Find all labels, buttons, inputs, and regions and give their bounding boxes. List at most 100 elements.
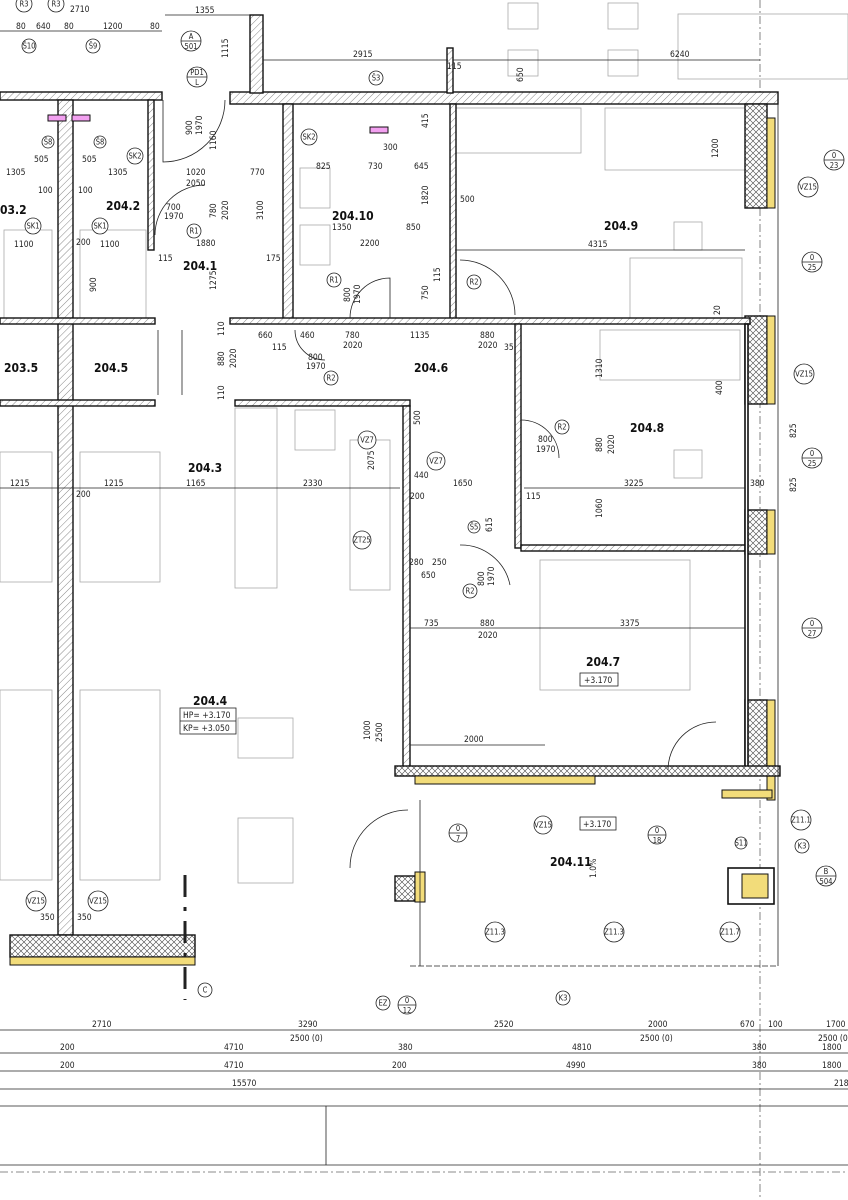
tag-label: 25 xyxy=(808,263,817,272)
tag-circle xyxy=(87,890,109,912)
svg-text:1800: 1800 xyxy=(822,1061,842,1071)
svg-text:200: 200 xyxy=(392,1061,407,1071)
svg-text:825: 825 xyxy=(316,162,331,172)
tag-circle xyxy=(21,38,37,54)
svg-text:218: 218 xyxy=(834,1079,848,1089)
tag-label: 504 xyxy=(820,877,833,886)
svg-text:+3.170: +3.170 xyxy=(583,820,611,830)
tag-label: 0 xyxy=(810,449,814,458)
svg-text:4710: 4710 xyxy=(224,1043,244,1053)
svg-text:500: 500 xyxy=(460,195,475,205)
svg-text:615: 615 xyxy=(485,517,495,532)
svg-text:2020: 2020 xyxy=(607,434,617,454)
svg-text:505: 505 xyxy=(34,155,49,165)
svg-text:650: 650 xyxy=(421,571,436,581)
tag-circle xyxy=(790,809,812,831)
tag-label: Š5 xyxy=(470,523,479,532)
tag-circle xyxy=(25,890,47,912)
svg-text:2500 (0): 2500 (0) xyxy=(290,1034,323,1044)
svg-text:1880: 1880 xyxy=(196,239,216,249)
svg-text:2500 (0): 2500 (0) xyxy=(640,1034,673,1044)
svg-text:80: 80 xyxy=(16,22,26,32)
room-label: 03.2 xyxy=(0,203,27,217)
tag-circle xyxy=(357,430,377,450)
room-label: 204.9 xyxy=(604,219,638,233)
svg-text:4810: 4810 xyxy=(572,1043,592,1053)
doors xyxy=(154,99,717,869)
svg-text:175: 175 xyxy=(266,254,281,264)
tag-label: 7 xyxy=(456,834,460,843)
svg-text:800: 800 xyxy=(538,435,553,445)
svg-text:880: 880 xyxy=(480,619,495,629)
room-label: 204.10 xyxy=(332,209,374,223)
tag-label: VZ15 xyxy=(795,370,813,379)
svg-text:115: 115 xyxy=(433,267,443,282)
tag-label: Š8 xyxy=(44,138,53,147)
room-label: 204.1 xyxy=(183,259,217,273)
svg-text:640: 640 xyxy=(36,22,51,32)
room-label: 204.8 xyxy=(630,421,664,435)
furniture xyxy=(0,2,848,884)
tag-label: VZ15 xyxy=(27,897,45,906)
svg-text:115: 115 xyxy=(272,343,287,353)
svg-text:1970: 1970 xyxy=(536,445,556,455)
svg-text:115: 115 xyxy=(158,254,173,264)
svg-text:825: 825 xyxy=(789,477,799,492)
room-labels: 03.2 204.2 204.1 204.10 204.9 203.5 204.… xyxy=(0,199,664,869)
tag-circle xyxy=(47,0,65,13)
tag-circle xyxy=(734,836,748,850)
tag-label: VZ15 xyxy=(534,821,552,830)
svg-text:115: 115 xyxy=(447,62,462,72)
svg-text:505: 505 xyxy=(82,155,97,165)
tag-label: K3 xyxy=(559,994,568,1003)
tag-label: L xyxy=(195,78,199,87)
svg-text:900: 900 xyxy=(89,277,99,292)
svg-text:1970: 1970 xyxy=(306,362,326,372)
svg-text:800: 800 xyxy=(477,571,487,586)
svg-text:1200: 1200 xyxy=(711,138,721,158)
svg-text:1215: 1215 xyxy=(10,479,30,489)
room-label: 204.7 xyxy=(586,655,620,669)
svg-text:3225: 3225 xyxy=(624,479,644,489)
tag-label: PD1 xyxy=(190,68,204,77)
svg-text:800: 800 xyxy=(343,287,353,302)
svg-text:1970: 1970 xyxy=(164,212,184,222)
svg-text:HP= +3.170: HP= +3.170 xyxy=(183,711,231,721)
tag-label: 0 xyxy=(810,253,814,262)
svg-text:1650: 1650 xyxy=(453,479,473,489)
tag-circle xyxy=(555,990,571,1006)
tag-label: R2 xyxy=(558,423,567,432)
svg-text:1100: 1100 xyxy=(14,240,34,250)
svg-text:100: 100 xyxy=(768,1020,783,1030)
tag-circle xyxy=(484,921,506,943)
svg-text:200: 200 xyxy=(60,1061,75,1071)
svg-text:780: 780 xyxy=(209,203,219,218)
tag-label: 23 xyxy=(830,161,839,170)
tag-label: 0 xyxy=(832,151,836,160)
tag-circle xyxy=(554,419,570,435)
svg-text:20: 20 xyxy=(713,305,723,315)
tag-label: SK1 xyxy=(93,222,106,231)
bottom-dimensions: 2710 3290 2520 2000 670 100 1700 2500 (0… xyxy=(60,1020,848,1089)
svg-text:1970: 1970 xyxy=(195,115,205,135)
svg-text:670: 670 xyxy=(740,1020,755,1030)
tag-label: Š3 xyxy=(372,74,381,83)
svg-text:1160: 1160 xyxy=(209,130,219,150)
tag-label: 0 xyxy=(405,996,409,1005)
svg-text:110: 110 xyxy=(217,385,227,400)
tag-label: 25 xyxy=(808,459,817,468)
svg-text:1700: 1700 xyxy=(826,1020,846,1030)
svg-text:780: 780 xyxy=(345,331,360,341)
tag-label: ZT25 xyxy=(353,536,370,545)
svg-text:730: 730 xyxy=(368,162,383,172)
svg-text:650: 650 xyxy=(516,67,526,82)
svg-text:1350: 1350 xyxy=(332,223,352,233)
svg-text:380: 380 xyxy=(752,1043,767,1053)
svg-text:350: 350 xyxy=(40,913,55,923)
room-label: 204.3 xyxy=(188,461,222,475)
svg-text:2520: 2520 xyxy=(494,1020,514,1030)
svg-text:6240: 6240 xyxy=(670,50,690,60)
svg-text:380: 380 xyxy=(752,1061,767,1071)
